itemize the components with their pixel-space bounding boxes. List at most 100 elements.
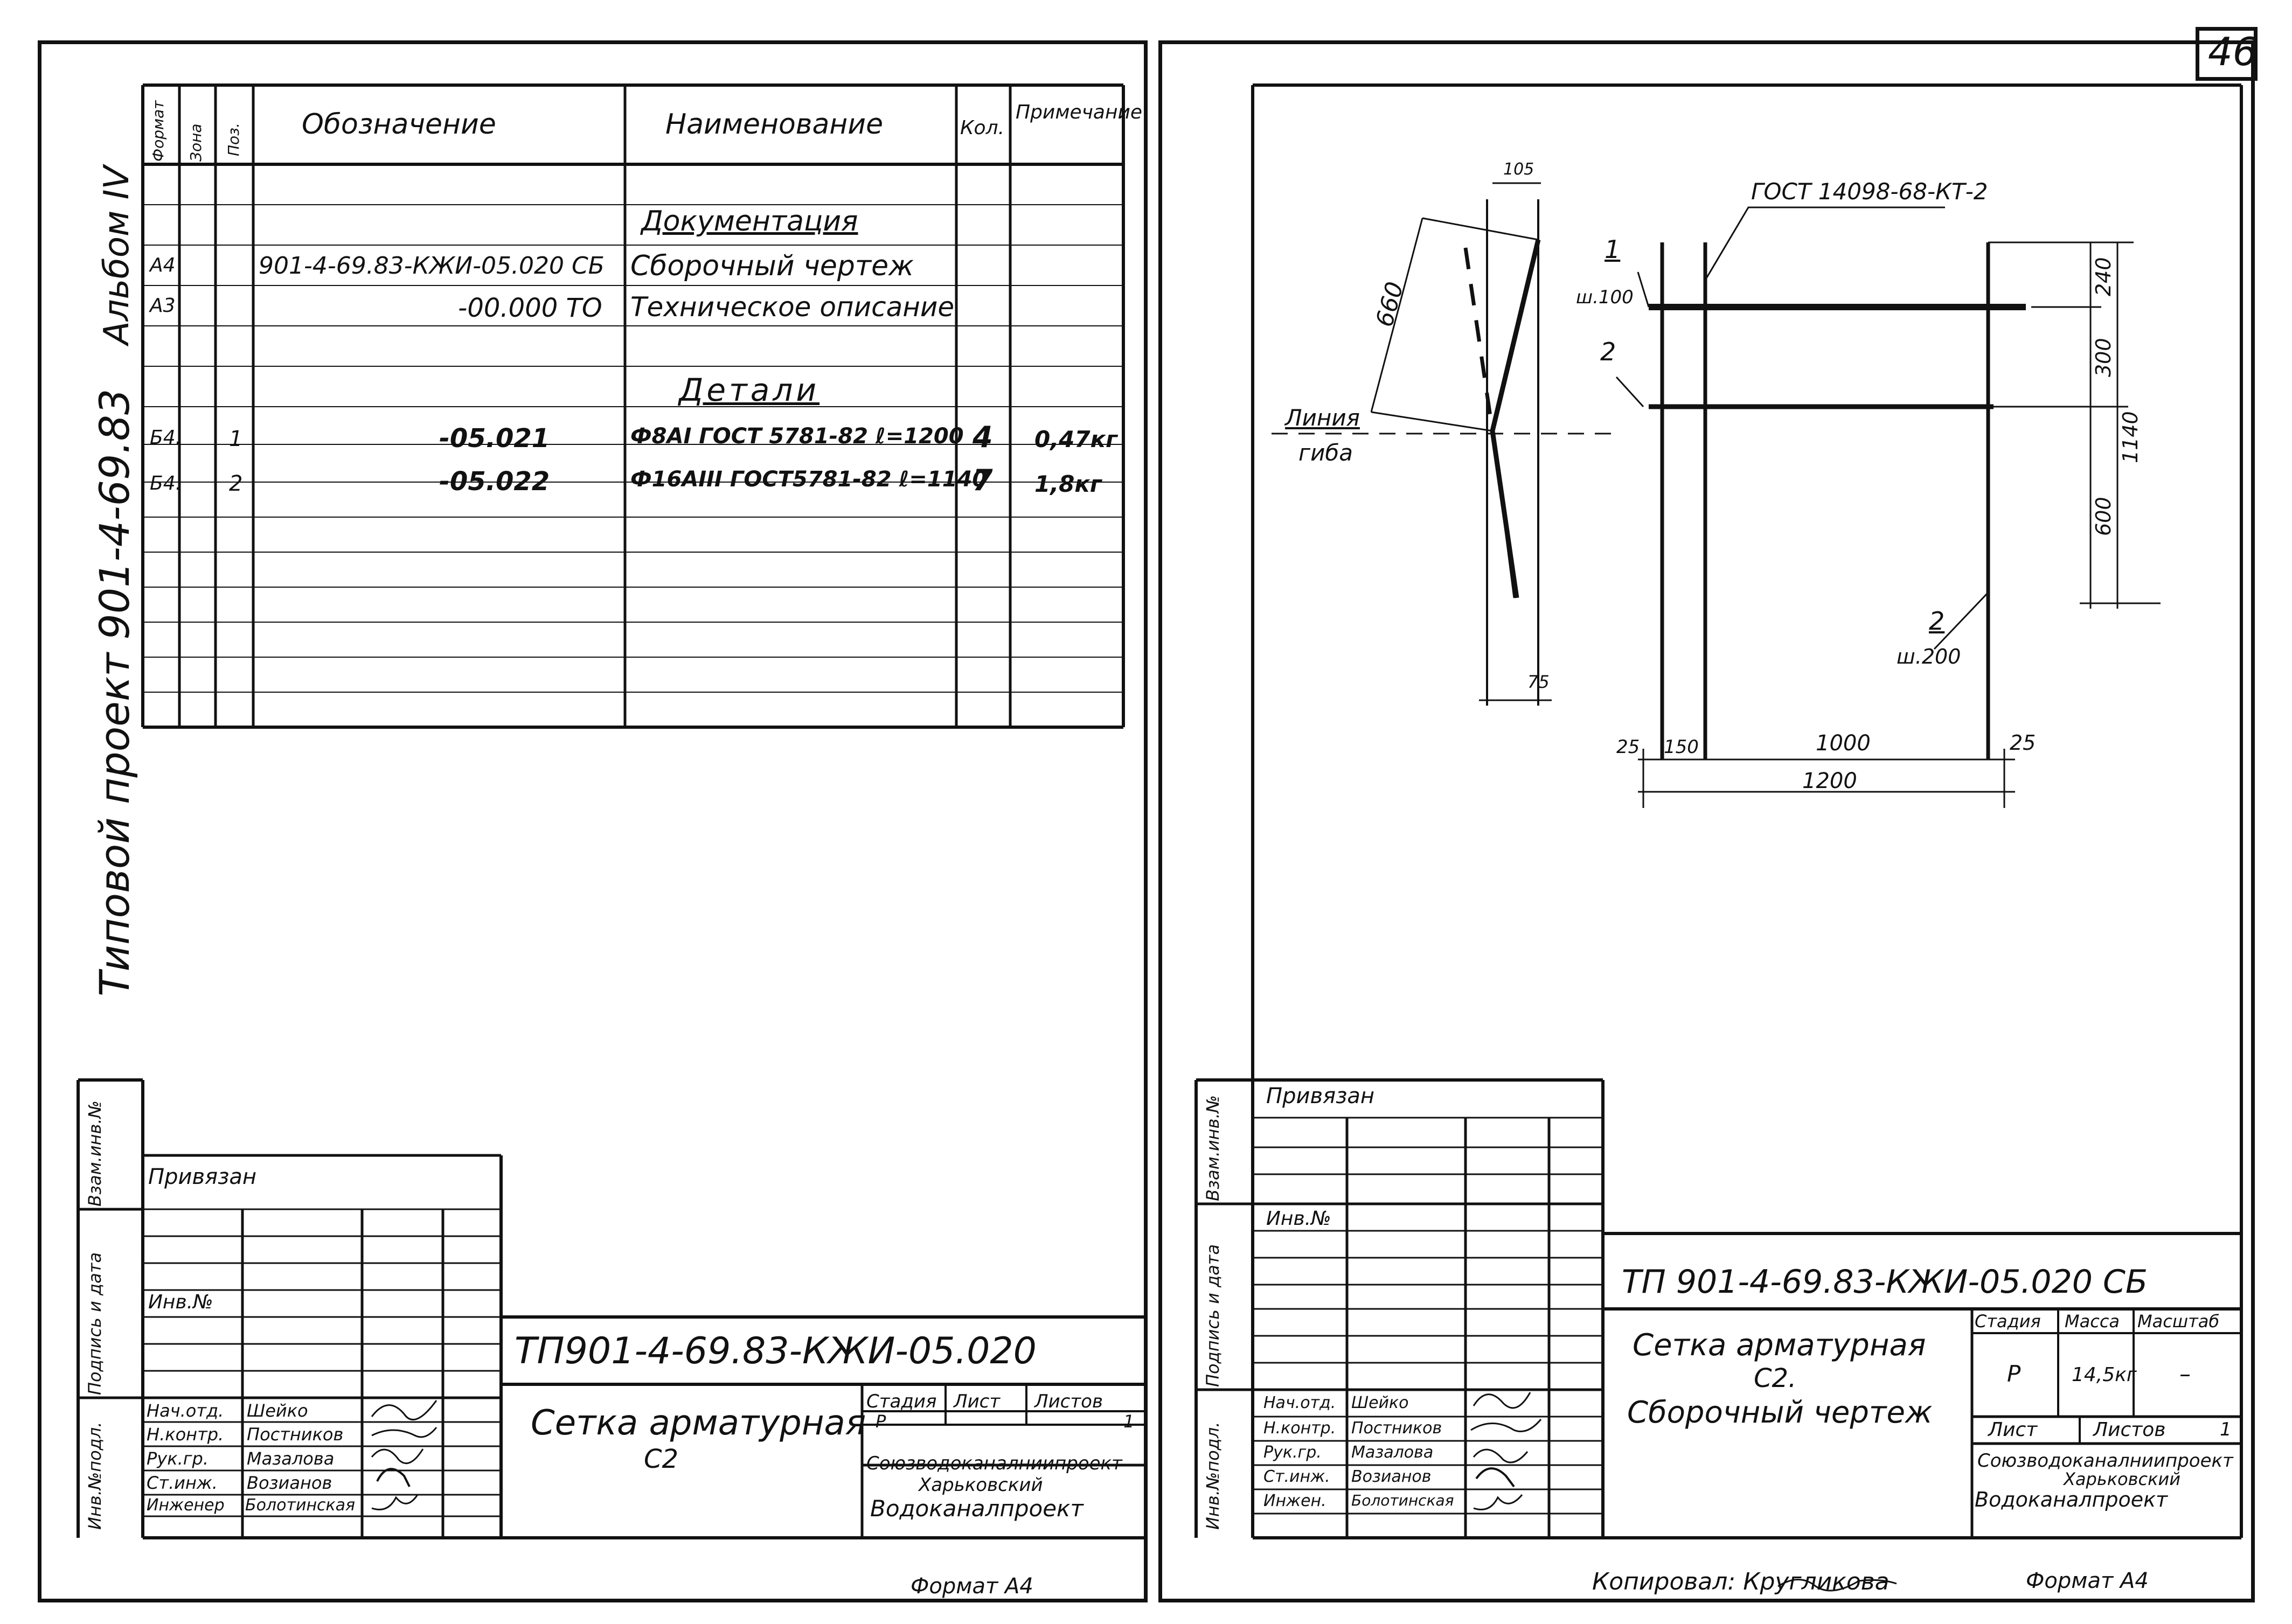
spec-row-2-format: А3 xyxy=(150,295,176,317)
r-tb-staff-role-5: Инжен. xyxy=(1263,1491,1326,1510)
mark-1: 1 xyxy=(1605,235,1621,264)
dim-1140: 1140 xyxy=(2119,411,2142,463)
dim-75: 75 xyxy=(1527,672,1550,692)
r-tb-mass: 14,5кг xyxy=(2072,1364,2137,1386)
spec-row-4-note: 1,8кг xyxy=(1034,471,1102,497)
tb-sheets-label: Листов xyxy=(1034,1391,1103,1412)
spec-header-note: Примечание xyxy=(1016,101,1143,123)
bend-line-1: Линия xyxy=(1285,405,1360,431)
spec-row-3-pos: 1 xyxy=(229,427,243,451)
spec-row-4-designation: -05.022 xyxy=(439,466,550,497)
spec-section-docs: Документация xyxy=(641,205,858,238)
tb-staff-role-3: Рук.гр. xyxy=(147,1448,209,1469)
left-sheet-border xyxy=(38,40,1148,1602)
r-stamp-sign-date: Подпись и дата xyxy=(1203,1244,1223,1387)
page-number: 46 xyxy=(2208,29,2258,74)
r-tb-staff-role-4: Ст.инж. xyxy=(1263,1467,1330,1486)
spec-row-3-note: 0,47кг xyxy=(1034,426,1118,452)
dim-240: 240 xyxy=(2092,257,2115,296)
r-tb-staff-name-5: Болотинская xyxy=(1351,1491,1454,1509)
tb-staff-name-2: Постников xyxy=(247,1424,344,1445)
stamp-inv-repl: Взам.инв.№ xyxy=(85,1100,105,1207)
copied-by: Копировал: Кругликова xyxy=(1592,1568,1890,1595)
page-number-box xyxy=(2196,27,2258,81)
dim-25b: 25 xyxy=(2010,731,2036,755)
tb-org-1: Союзводоканалниипроект xyxy=(866,1453,1122,1474)
r-tb-code: ТП 901-4-69.83-КЖИ-05.020 СБ xyxy=(1622,1263,2148,1301)
dim-105: 105 xyxy=(1503,160,1534,179)
spec-row-3-qty: 4 xyxy=(973,420,993,454)
r-stamp-inv-orig: Инв.№подл. xyxy=(1203,1421,1223,1530)
dim-1200: 1200 xyxy=(1802,769,1857,793)
tb-title-2: С2 xyxy=(644,1444,679,1474)
tb-staff-name-3: Мазалова xyxy=(247,1448,335,1469)
r-tb-org-1: Союзводоканалниипроект xyxy=(1977,1450,2233,1472)
tb-staff-name-4: Возианов xyxy=(247,1473,332,1493)
spec-row-3-designation: -05.021 xyxy=(439,423,550,454)
tb-title-1: Сетка арматурная xyxy=(531,1403,866,1443)
tb-privyazan: Привязан xyxy=(148,1165,257,1189)
spec-row-4-name: Ф16АIII ГОСТ5781-82 ℓ=1140 xyxy=(630,467,988,492)
mark-2b-spacing: ш.200 xyxy=(1897,645,1961,668)
dim-150: 150 xyxy=(1664,736,1699,758)
bend-line-2: гиба xyxy=(1298,440,1353,466)
mark-1-spacing: ш.100 xyxy=(1576,287,1634,308)
spec-header-qty: Кол. xyxy=(960,117,1005,139)
spec-header-zone: Зона xyxy=(187,123,205,162)
dim-1000: 1000 xyxy=(1816,731,1871,756)
r-tb-staff-name-3: Мазалова xyxy=(1351,1443,1434,1462)
spec-header-pos: Поз. xyxy=(225,123,242,156)
r-tb-staff-role-2: Н.контр. xyxy=(1263,1419,1336,1438)
stamp-inv-orig: Инв.№подл. xyxy=(85,1421,105,1530)
side-title-text: Типовой проект 901-4-69.83 xyxy=(91,388,138,996)
r-tb-staff-role-1: Нач.отд. xyxy=(1263,1393,1336,1412)
side-album-text: Альбом IV xyxy=(97,165,137,345)
tb-staff-role-4: Ст.инж. xyxy=(147,1473,218,1493)
r-tb-stage-label: Стадия xyxy=(1975,1311,2041,1332)
tb-stage: Р xyxy=(876,1411,886,1432)
tb-staff-role-2: Н.контр. xyxy=(147,1424,224,1445)
mark-2b: 2 xyxy=(1929,607,1945,636)
tb-staff-name-1: Шейко xyxy=(247,1400,308,1421)
left-format: Формат А4 xyxy=(911,1574,1033,1599)
r-tb-scale-label: Масштаб xyxy=(2137,1311,2220,1332)
r-tb-staff-name-1: Шейко xyxy=(1351,1393,1409,1412)
r-tb-stage: Р xyxy=(2007,1361,2021,1387)
dim-25a: 25 xyxy=(1616,736,1640,758)
spec-row-1-format: А4 xyxy=(150,254,176,276)
spec-row-4-qty: 7 xyxy=(973,463,993,497)
spec-row-1-name: Сборочный чертеж xyxy=(630,250,914,282)
right-sheet-border xyxy=(1158,40,2255,1602)
tb-staff-role-5: Инженер xyxy=(147,1496,225,1515)
spec-row-4-pos: 2 xyxy=(229,471,243,496)
tb-staff-role-1: Нач.отд. xyxy=(147,1400,224,1421)
dim-300: 300 xyxy=(2092,338,2115,377)
spec-row-4-format: Б4. xyxy=(150,472,182,494)
r-tb-staff-name-2: Постников xyxy=(1351,1419,1442,1438)
stamp-sign-date: Подпись и дата xyxy=(85,1252,105,1395)
r-tb-org-3: Водоканалпроект xyxy=(1975,1488,2168,1511)
r-tb-scale: – xyxy=(2179,1361,2191,1387)
tb-org-3: Водоканалпроект xyxy=(870,1495,1084,1522)
r-tb-title-2: С2. xyxy=(1754,1363,1797,1393)
r-tb-sheets-label: Листов xyxy=(2093,1419,2166,1441)
r-stamp-inv-repl: Взам.инв.№ xyxy=(1203,1095,1223,1201)
spec-section-parts: Детали xyxy=(679,372,820,408)
r-tb-inv-no: Инв.№ xyxy=(1266,1208,1331,1230)
spec-row-1-designation: 901-4-69.83-КЖИ-05.020 СБ xyxy=(259,252,605,280)
spec-header-designation: Обозначение xyxy=(302,108,496,141)
gost-label: ГОСТ 14098-68-КТ-2 xyxy=(1751,178,1988,205)
tb-inv-no: Инв.№ xyxy=(148,1291,213,1313)
r-tb-privyazan: Привязан xyxy=(1266,1084,1375,1109)
spec-header-name: Наименование xyxy=(665,108,884,141)
r-tb-org-2: Харьковский xyxy=(2064,1469,2180,1489)
r-tb-mass-label: Масса xyxy=(2065,1311,2120,1332)
spec-header-format: Формат xyxy=(149,100,167,162)
tb-sheet-label: Лист xyxy=(954,1391,1001,1412)
tb-org-2: Харьковский xyxy=(919,1474,1043,1496)
r-tb-sheet-label: Лист xyxy=(1988,1419,2038,1441)
tb-stage-label: Стадия xyxy=(866,1391,937,1412)
tb-sheets: 1 xyxy=(1123,1411,1135,1432)
spec-row-3-format: Б4. xyxy=(150,427,182,449)
